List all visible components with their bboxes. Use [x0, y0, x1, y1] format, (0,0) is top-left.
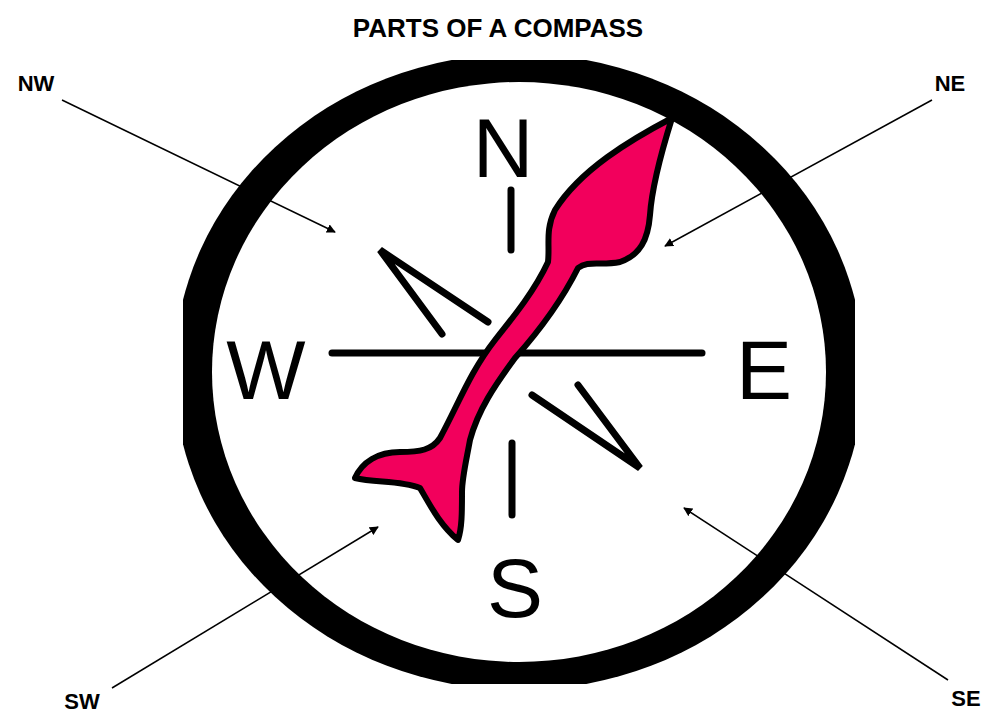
- cardinal-letter: W: [226, 328, 305, 412]
- direction-callout: NW: [18, 73, 55, 95]
- cardinal-letter: S: [487, 546, 543, 630]
- compass-dial: [212, 82, 826, 662]
- compass-case: [183, 60, 855, 684]
- cardinal-letter: N: [473, 106, 534, 190]
- leader-lines: [62, 100, 948, 688]
- cardinal-letter: E: [736, 328, 792, 412]
- direction-callout: NE: [935, 73, 966, 95]
- diagram-title: PARTS OF A COMPASS: [353, 15, 643, 41]
- direction-callout: SW: [64, 691, 99, 713]
- direction-callout: SE: [951, 688, 980, 710]
